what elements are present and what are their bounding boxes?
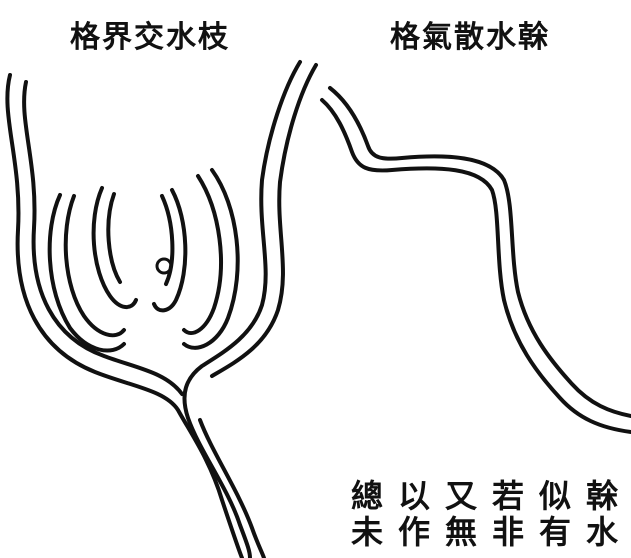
left-diagram-title: 格界交水枝 — [70, 20, 230, 55]
caption-column: 總 未 — [345, 478, 389, 550]
right-outer-bank-line-inner — [210, 63, 318, 378]
outer-arc-right-inner — [182, 174, 223, 336]
inner-arc-right-inner — [160, 194, 175, 286]
caption-char: 榦 — [585, 478, 618, 515]
center-spot-circle — [155, 257, 173, 275]
caption-char: 有 — [538, 513, 571, 551]
caption-column: 似 有 — [533, 478, 577, 550]
caption-char: 又 — [444, 478, 477, 515]
caption-column: 若 非 — [486, 478, 530, 550]
inner-arc-left — [91, 186, 138, 309]
inner-arc-right — [152, 188, 188, 313]
lower-stem-line — [198, 418, 266, 558]
caption-char: 作 — [397, 513, 430, 551]
outer-arc-right — [182, 168, 240, 350]
caption-char: 以 — [397, 478, 430, 515]
caption-column: 又 無 — [439, 478, 483, 550]
trunk-line-lower — [328, 86, 631, 418]
caption-column: 以 作 — [392, 478, 436, 550]
trunk-line-upper — [320, 98, 631, 434]
caption-char: 總 — [350, 478, 383, 515]
right-outer-bank-line — [182, 60, 302, 558]
outer-arc-left-inner — [63, 194, 126, 338]
vertical-caption: 榦 水 似 有 若 非 又 無 以 作 總 未 — [340, 478, 630, 558]
caption-char: 似 — [538, 478, 571, 515]
caption-char: 水 — [585, 513, 618, 551]
inner-arc-left-inner — [106, 192, 122, 284]
left-outer-bank-line — [5, 73, 244, 558]
right-diagram-title: 格氣散水榦 — [390, 20, 550, 55]
left-diagram-branching-water — [5, 60, 318, 558]
caption-char: 非 — [491, 513, 524, 551]
right-diagram-trunk-water — [320, 86, 631, 434]
caption-char: 若 — [491, 478, 524, 515]
caption-char: 未 — [350, 513, 383, 551]
caption-char: 無 — [444, 513, 477, 551]
left-outer-bank-line-inner — [22, 80, 184, 396]
outer-arc-left — [47, 193, 126, 353]
caption-column: 榦 水 — [580, 478, 624, 550]
